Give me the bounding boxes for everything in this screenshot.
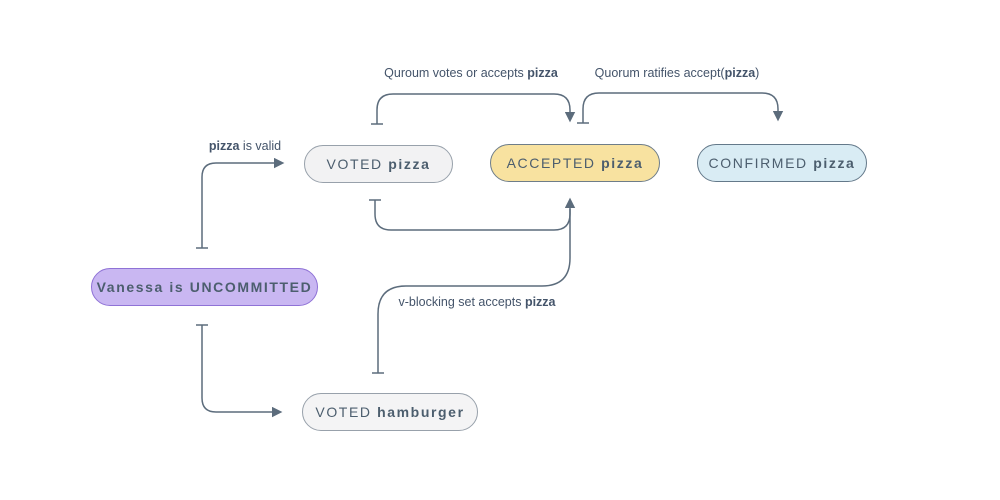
edge-label-v-blocking: v-blocking set accepts pizza [398,295,556,309]
edge-label-pizza-valid: pizza is valid [208,139,282,153]
node-accepted-pizza: ACCEPTED pizza [490,144,660,182]
node-uncommitted: Vanessa is UNCOMMITTED [91,268,318,306]
node-label: VOTED pizza [326,156,431,172]
node-confirmed-pizza: CONFIRMED pizza [697,144,867,182]
edge-hamburger-to-accepted [377,197,576,373]
node-label: CONFIRMED pizza [708,155,856,171]
edge-uncommitted-to-hamburger [201,325,283,418]
edge-voted-to-accepted [376,93,576,124]
edge-label-quorum-votes: Quroum votes or accepts pizza [384,66,558,80]
node-label: Vanessa is UNCOMMITTED [96,279,313,295]
edge-label-quorum-ratifies: Quorum ratifies accept(pizza) [594,66,760,80]
node-label: VOTED hamburger [315,404,465,420]
node-voted-hamburger: VOTED hamburger [302,393,478,431]
edge-uncommitted-to-voted [201,157,285,248]
node-label: ACCEPTED pizza [506,155,644,171]
edge-accepted-to-confirmed [582,92,784,123]
edge-voted-to-accepted-bottom [374,200,571,231]
node-voted-pizza: VOTED pizza [304,145,453,183]
